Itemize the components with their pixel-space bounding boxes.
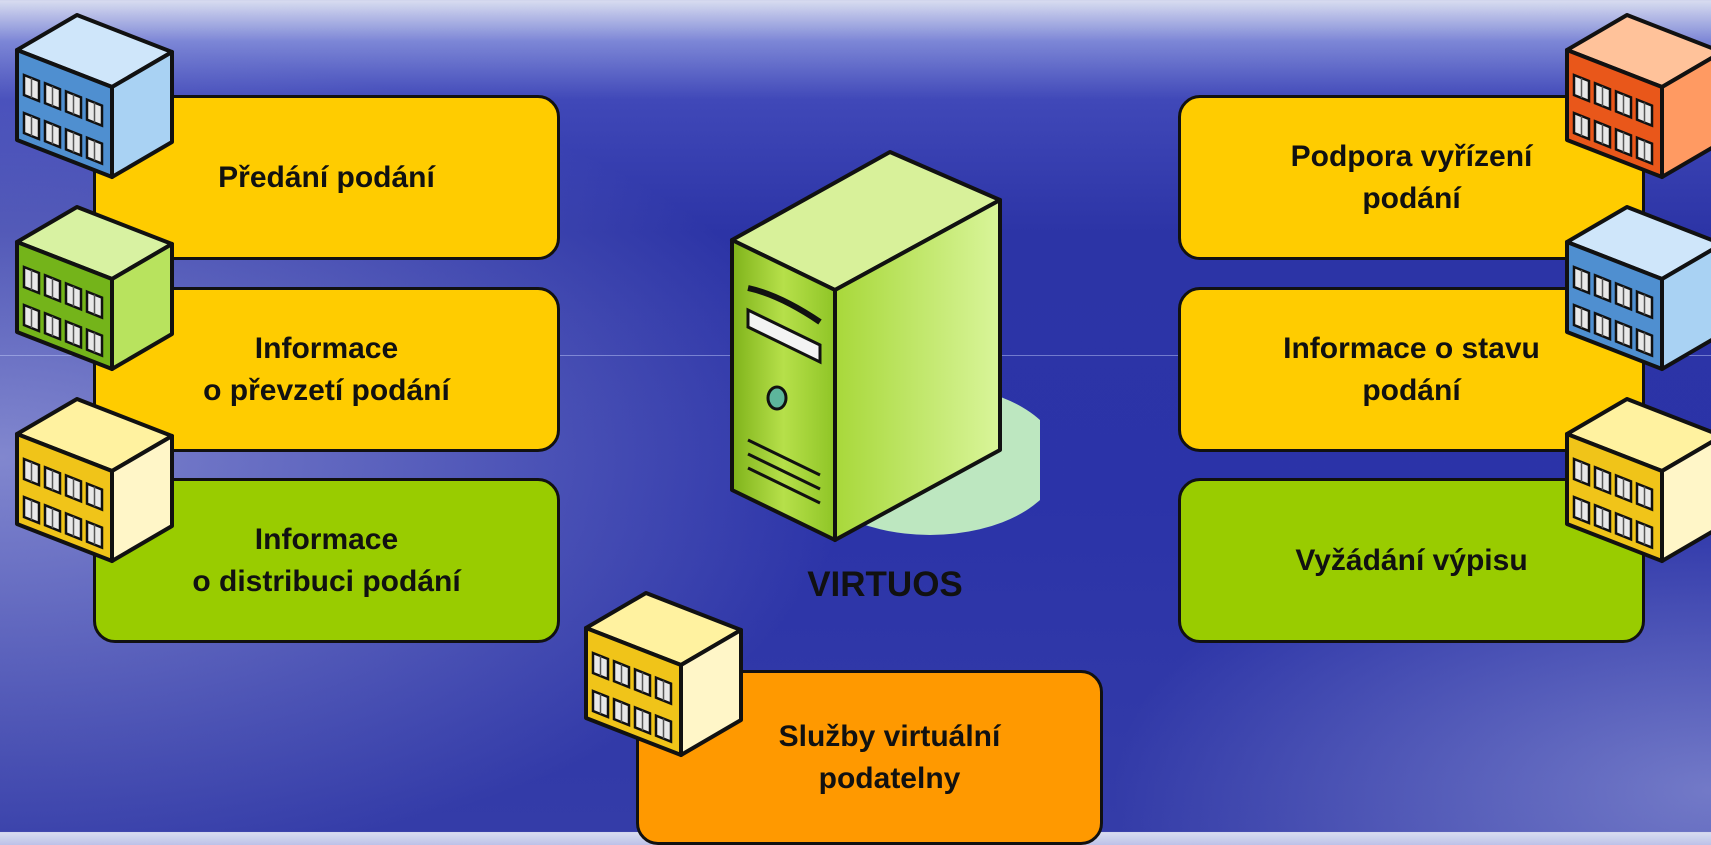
box-podpora-vyrizeni: Podpora vyřízení podání (1178, 95, 1645, 260)
building-icon-blue (14, 10, 174, 180)
server-icon (720, 140, 1040, 550)
box-label: Předání podání (218, 160, 435, 194)
building-icon-yellow (583, 588, 743, 758)
building-icon-green (14, 202, 174, 372)
building-icon-blue (1564, 202, 1711, 372)
building-icon-orange (1564, 10, 1711, 180)
building-icon-yellow (14, 394, 174, 564)
box-label: Informace o stavu podání (1283, 331, 1540, 407)
box-label: Informace o distribuci podání (192, 522, 461, 598)
server-label: VIRTUOS (807, 565, 963, 604)
box-label: Podpora vyřízení podání (1290, 139, 1533, 215)
box-label: Informace o převzetí podání (203, 331, 450, 407)
box-label: Vyžádání výpisu (1295, 543, 1528, 577)
box-label: Služby virtuální podatelny (778, 719, 1001, 795)
box-informace-o-distribuci: Informace o distribuci podání (93, 478, 560, 643)
box-informace-o-stavu: Informace o stavu podání (1178, 287, 1645, 452)
building-icon-yellow (1564, 394, 1711, 564)
